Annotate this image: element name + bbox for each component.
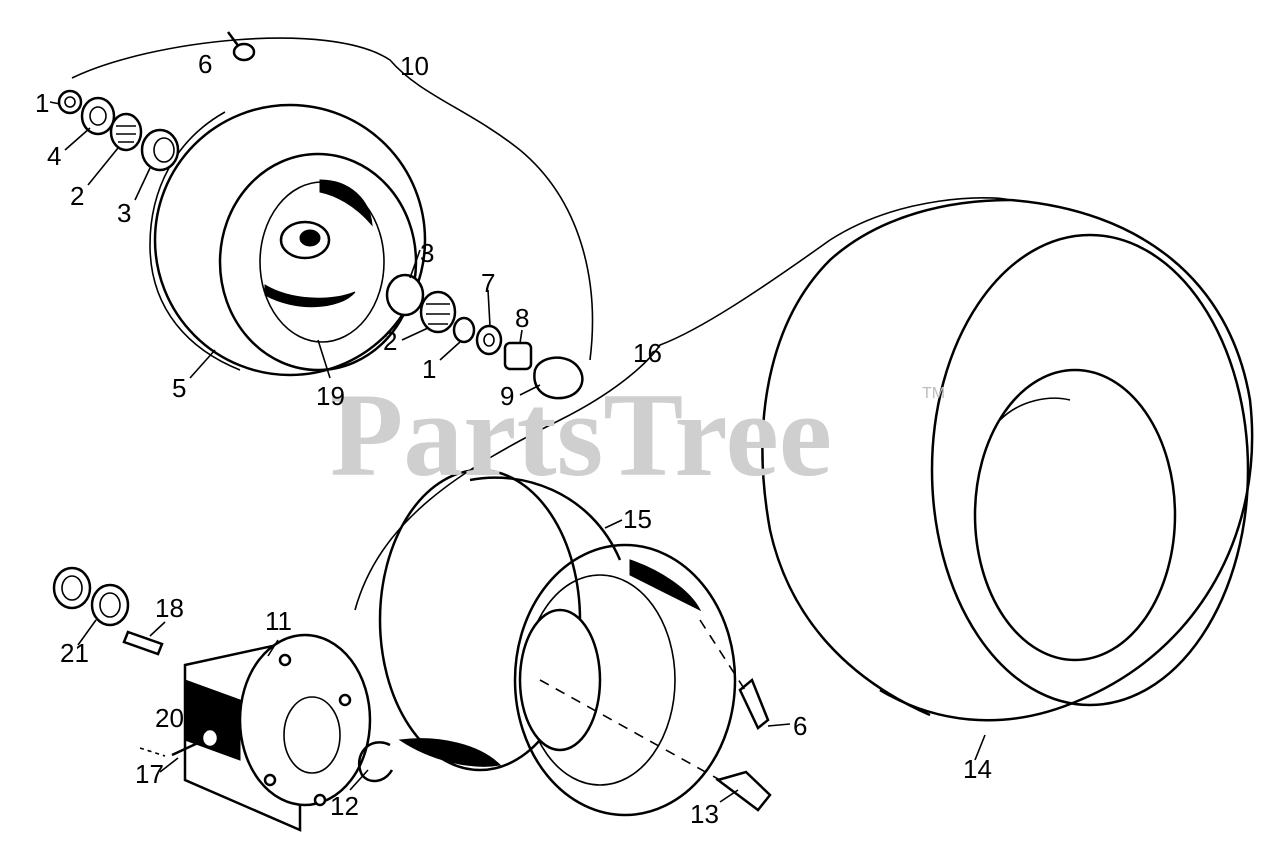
callout-19: 19	[316, 381, 345, 411]
nut-8	[503, 341, 533, 371]
callout-2-mid: 2	[383, 326, 397, 356]
bearing-1-right	[452, 316, 476, 344]
cap-9	[533, 356, 584, 400]
front-hub-bore	[299, 229, 321, 247]
front-wheel-assembly	[149, 103, 427, 377]
rear-tire-sidewall	[930, 233, 1250, 707]
rear-rim-center	[518, 608, 602, 752]
hub-11	[183, 633, 372, 832]
callout-14: 14	[963, 754, 992, 784]
rear-tire-inner	[973, 368, 1177, 662]
callout-13: 13	[690, 799, 719, 829]
valve-stem-top	[226, 31, 256, 62]
callout-8: 8	[515, 303, 529, 333]
callout-5: 5	[172, 373, 186, 403]
rear-rim-front	[513, 543, 737, 817]
bearing-1-left	[57, 89, 83, 115]
rear-rim-shading	[398, 738, 502, 767]
front-right-bearing-parts	[385, 273, 584, 400]
front-tire-body	[149, 111, 241, 371]
seal-4	[80, 96, 116, 136]
cone-2-right	[419, 290, 457, 334]
cup-3-left	[140, 128, 180, 172]
callout-16: 16	[633, 338, 662, 368]
callout-9: 9	[500, 381, 514, 411]
callout-6-top: 6	[198, 49, 212, 79]
washers-21	[52, 566, 130, 627]
callout-1-top: 1	[35, 88, 49, 118]
rear-rim	[378, 468, 737, 817]
callout-20: 20	[155, 703, 184, 733]
callout-21: 21	[60, 638, 89, 668]
watermark-trademark: TM	[922, 385, 945, 402]
group-curve-front-wheel	[71, 37, 594, 361]
front-rim-shading	[319, 179, 373, 227]
front-left-bearing-parts	[57, 89, 180, 172]
callout-6-rear: 6	[793, 711, 807, 741]
front-tire-outer	[153, 103, 427, 377]
callout-17: 17	[135, 759, 164, 789]
callout-18: 18	[155, 593, 184, 623]
snap-ring-12	[357, 741, 394, 783]
callout-15: 15	[623, 504, 652, 534]
group-curve-rear-wheel	[354, 197, 1011, 611]
cup-3-right	[385, 273, 425, 317]
watermark-text: PartsTree	[330, 368, 832, 501]
rear-tire	[761, 198, 1254, 722]
fasteners-17-20	[139, 727, 220, 757]
callout-3-top: 3	[117, 198, 131, 228]
bolt-13	[715, 770, 772, 812]
axis-line	[539, 679, 721, 781]
callout-11: 11	[265, 606, 292, 636]
cone-2-left	[109, 112, 143, 152]
leader-lines	[49, 101, 986, 803]
key-18	[122, 630, 164, 656]
callout-4: 4	[47, 141, 61, 171]
callout-1-mid: 1	[422, 354, 436, 384]
callout-7: 7	[481, 268, 495, 298]
callout-12: 12	[330, 791, 359, 821]
callout-2-top: 2	[70, 181, 84, 211]
valve-stem-rear	[738, 677, 770, 730]
washer-7	[475, 324, 503, 356]
callout-10: 10	[400, 51, 429, 81]
front-rim-shading-2	[264, 284, 356, 308]
callout-3-mid: 3	[420, 238, 434, 268]
